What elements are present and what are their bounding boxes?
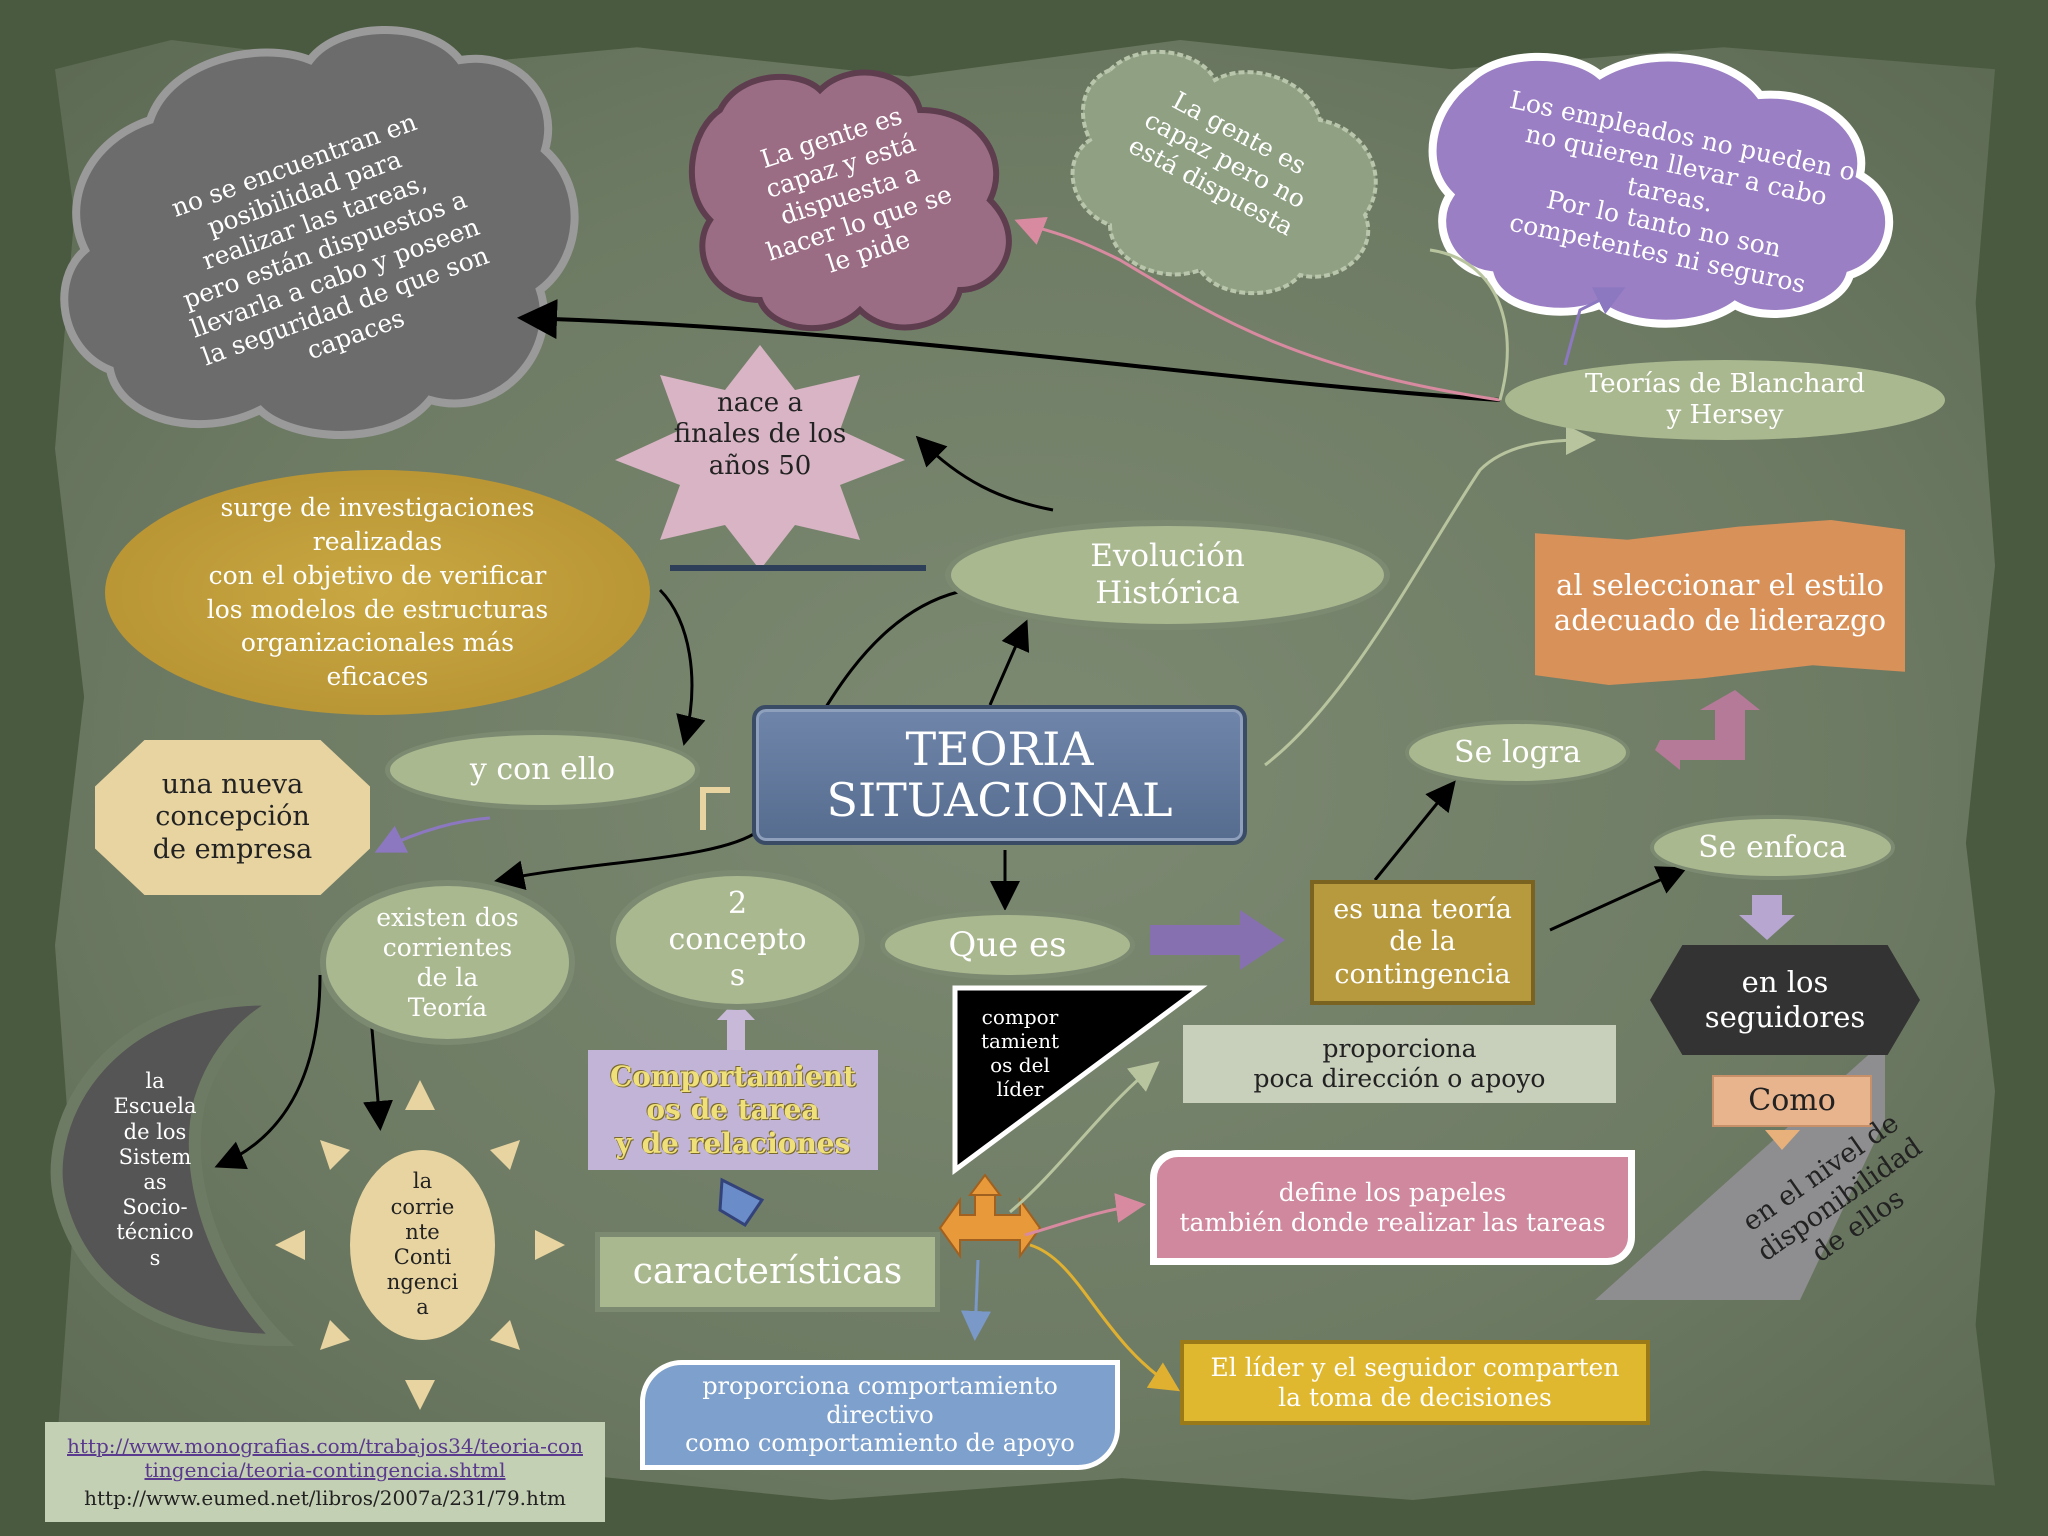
central-title: TEORIA SITUACIONAL [826,722,1173,827]
se-enfoca-node: Se enfoca [1650,815,1895,880]
se-logra-node: Se logra [1405,720,1630,785]
seleccionar-text: al seleccionar el estilo adecuado de lid… [1553,567,1887,637]
nueva-concepcion-text: una nueva concepción de empresa [152,768,313,865]
comparten-node: El líder y el seguidor comparten la toma… [1180,1340,1650,1425]
cloud-green-text: La gente es capaz pero no está dispuesta [1123,85,1311,242]
arrow-down-enfoca [1739,895,1795,940]
evolucion-text: Evolución Histórica [1090,537,1245,611]
contingencia-sun: la corrie nte Conti ngenci a [350,1150,495,1340]
se-logra-text: Se logra [1454,734,1581,770]
existen-node: existen dos corrientes de la Teoría [320,880,575,1045]
escuela-text: la Escuela de los Sistem as Socio- técni… [113,1069,197,1270]
como-text: Como [1748,1083,1836,1118]
comportamiento-lider-text: compor tamient os del líder [980,1004,1060,1101]
dos-conceptos-text: 2 concepto s [668,886,807,993]
sources-box: http://www.monografias.com/trabajos34/te… [45,1422,605,1522]
caracteristicas-node: características [595,1232,940,1312]
evolucion-node: Evolución Histórica [945,520,1390,630]
moon-shape [50,993,295,1347]
comportamientos-text: Comportamient os de tarea y de relacione… [609,1059,857,1160]
seleccionar-node: al seleccionar el estilo adecuado de lid… [1535,520,1905,685]
teoria-contingencia-text: es una teoría de la contingencia [1333,893,1512,990]
nace-node: nace a finales de los años 50 [660,380,860,490]
lider-triangle [952,985,1208,1175]
nace-text: nace a finales de los años 50 [673,388,847,481]
y-con-ello-node: y con ello [385,730,700,810]
se-enfoca-text: Se enfoca [1698,829,1847,865]
sun-rays [275,1080,565,1410]
seguidores-text: en los seguidores [1704,965,1866,1034]
cloud-purple-shape [1428,52,1894,328]
teoria-contingencia-node: es una teoría de la contingencia [1310,880,1535,1005]
arrow-down-como [1765,1130,1800,1150]
caracteristicas-text: características [632,1251,903,1293]
blanchard-text: Teorías de Blanchard y Hersey [1584,368,1866,430]
surge-node: surge de investigaciones realizadas con … [105,470,650,715]
poca-direccion-text: proporciona poca dirección o apoyo [1253,1034,1546,1093]
comparten-text: El líder y el seguidor comparten la toma… [1210,1352,1620,1412]
y-con-ello-text: y con ello [469,752,616,787]
blanchard-node: Teorías de Blanchard y Hersey [1505,360,1945,440]
cloud-purple-text: Los empleados no pueden o no quieren lle… [1507,85,1858,299]
arrow-que-es [1150,910,1285,970]
directivo-node: proporciona comportamiento directivo com… [640,1360,1120,1470]
star-shape [615,345,905,570]
arrow-blue-small [718,1177,765,1228]
source-link-2[interactable]: http://www.eumed.net/libros/2007a/231/79… [84,1486,566,1510]
comportamientos-node: Comportamient os de tarea y de relacione… [588,1050,878,1170]
cloud-pink-text: La gente es capaz y está dispuesta a hac… [757,100,956,279]
comportamiento-lider-node: compor tamient os del líder [965,995,1075,1110]
surge-text: surge de investigaciones realizadas con … [206,493,549,691]
que-es-node: Que es [880,910,1135,980]
cloud-gray-text: no se encuentran en posibilidad para rea… [167,107,493,372]
dos-conceptos-node: 2 concepto s [610,870,865,1010]
arrow-bracket [700,787,730,830]
cloud-green-shape [1070,49,1378,296]
como-node: Como [1712,1075,1872,1127]
define-papeles-node: define los papeles también donde realiza… [1150,1150,1635,1265]
cloud-gray-shape [60,26,579,439]
nueva-concepcion-node: una nueva concepción de empresa [95,740,370,895]
seguidores-node: en los seguidores [1650,945,1920,1055]
cloud-pink-shape [688,69,1012,332]
directivo-text: proporciona comportamiento directivo com… [685,1371,1075,1458]
poca-direccion-node: proporciona poca dirección o apoyo [1183,1025,1616,1103]
contingencia-sun-text: la corrie nte Conti ngenci a [386,1169,459,1320]
cross-arrow [938,1173,1042,1260]
arrow-se-logra [1655,690,1760,770]
central-node: TEORIA SITUACIONAL [752,705,1247,845]
existen-text: existen dos corrientes de la Teoría [376,902,519,1022]
que-es-text: Que es [948,924,1067,965]
arrow-up-2conceptos [717,1000,755,1050]
source-link-1[interactable]: http://www.monografias.com/trabajos34/te… [67,1434,583,1482]
define-papeles-text: define los papeles también donde realiza… [1179,1177,1606,1237]
escuela-node: la Escuela de los Sistem as Socio- técni… [100,1055,210,1285]
